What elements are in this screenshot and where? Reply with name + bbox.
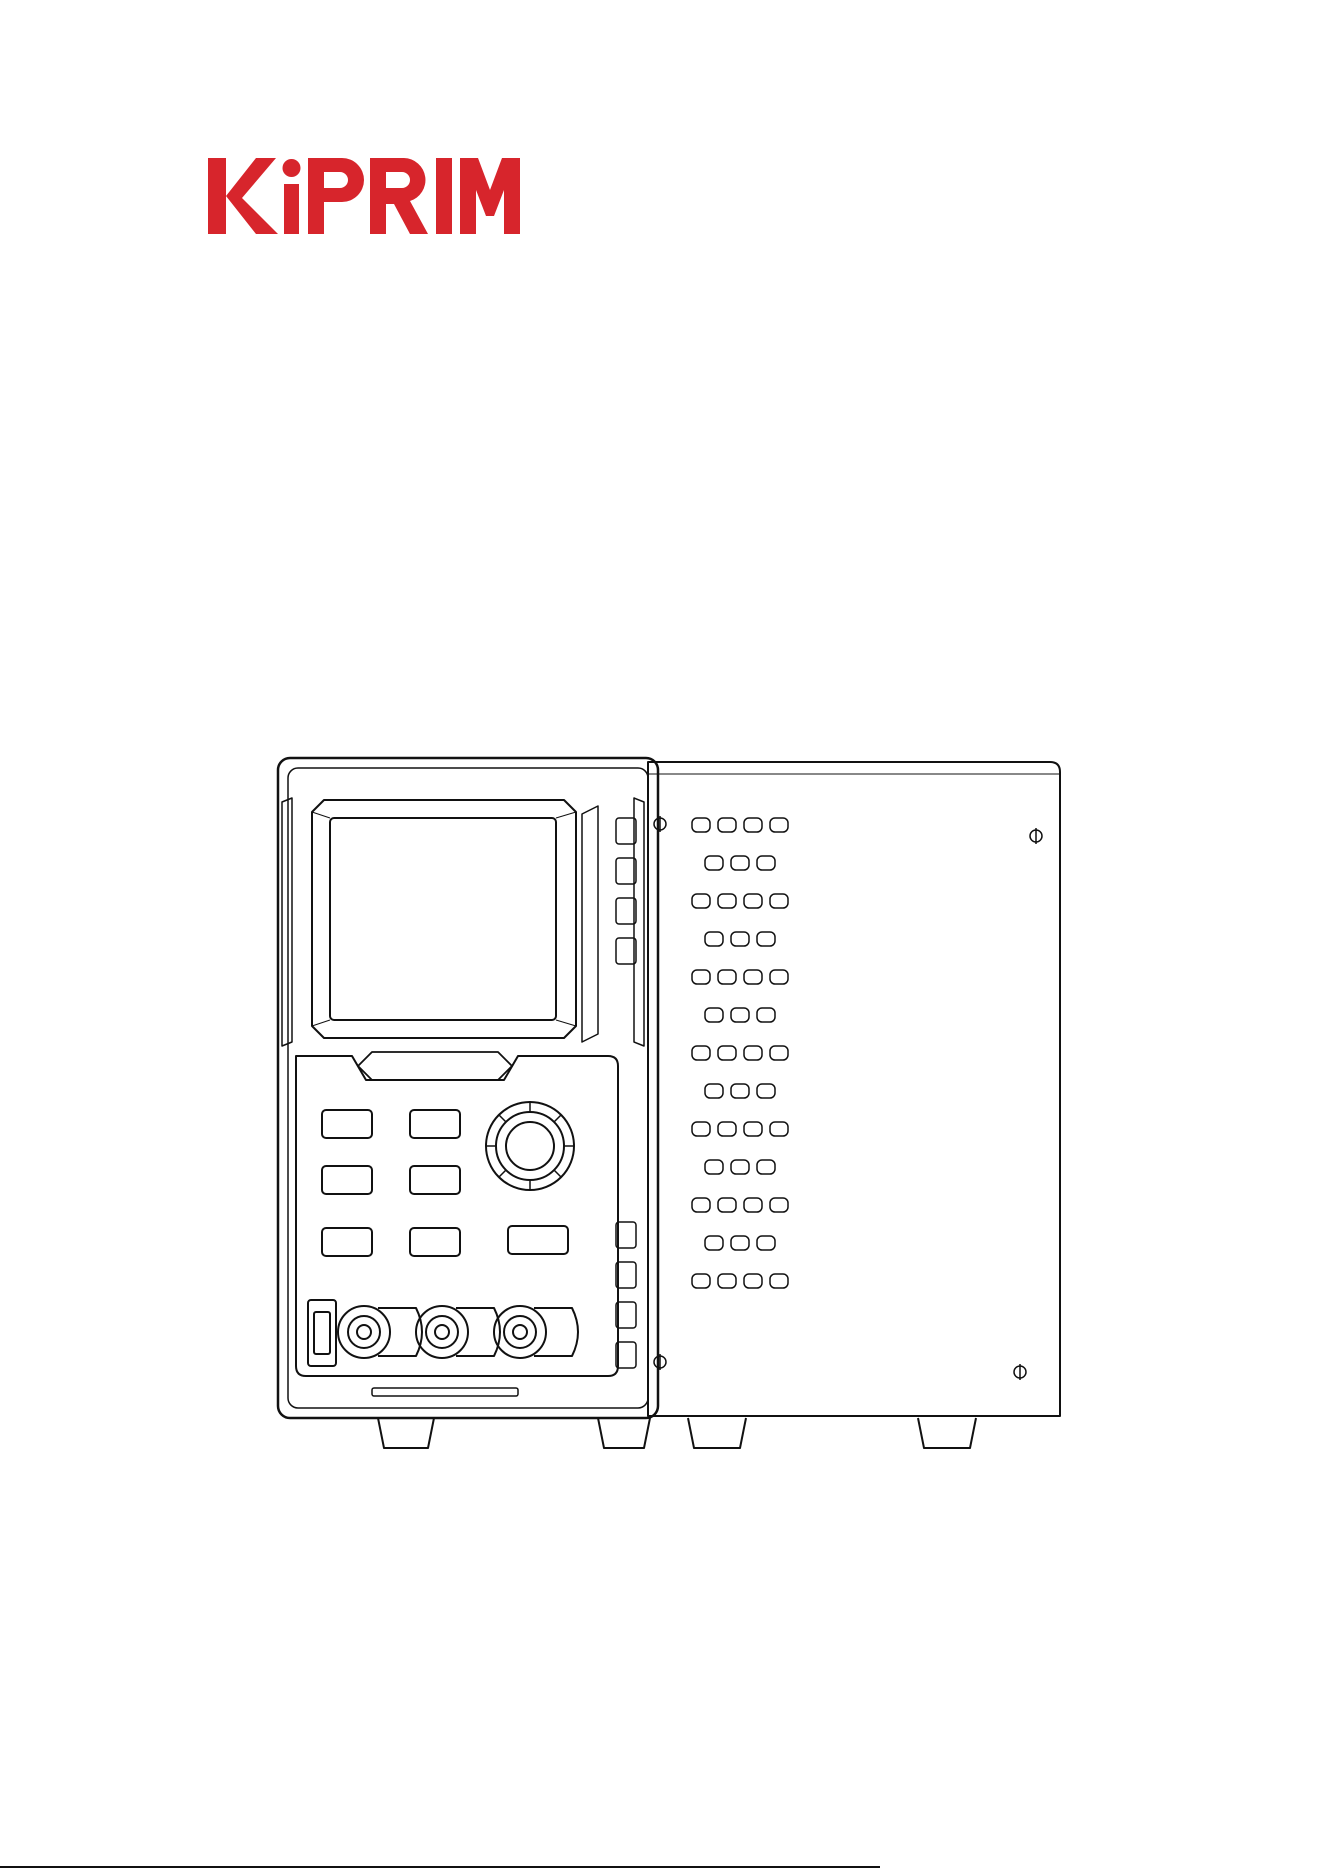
rotary-knob [486, 1102, 574, 1190]
footer-text [880, 1858, 1324, 1872]
footer-rule [0, 1866, 880, 1868]
brand-logo [208, 150, 520, 236]
binding-posts [338, 1306, 578, 1358]
bench-power-supply-icon [268, 752, 1068, 1450]
front-keys [322, 1110, 568, 1256]
vent-grid [692, 818, 788, 1288]
kiprim-logo-icon [208, 150, 520, 236]
power-supply-illustration [268, 752, 1068, 1450]
